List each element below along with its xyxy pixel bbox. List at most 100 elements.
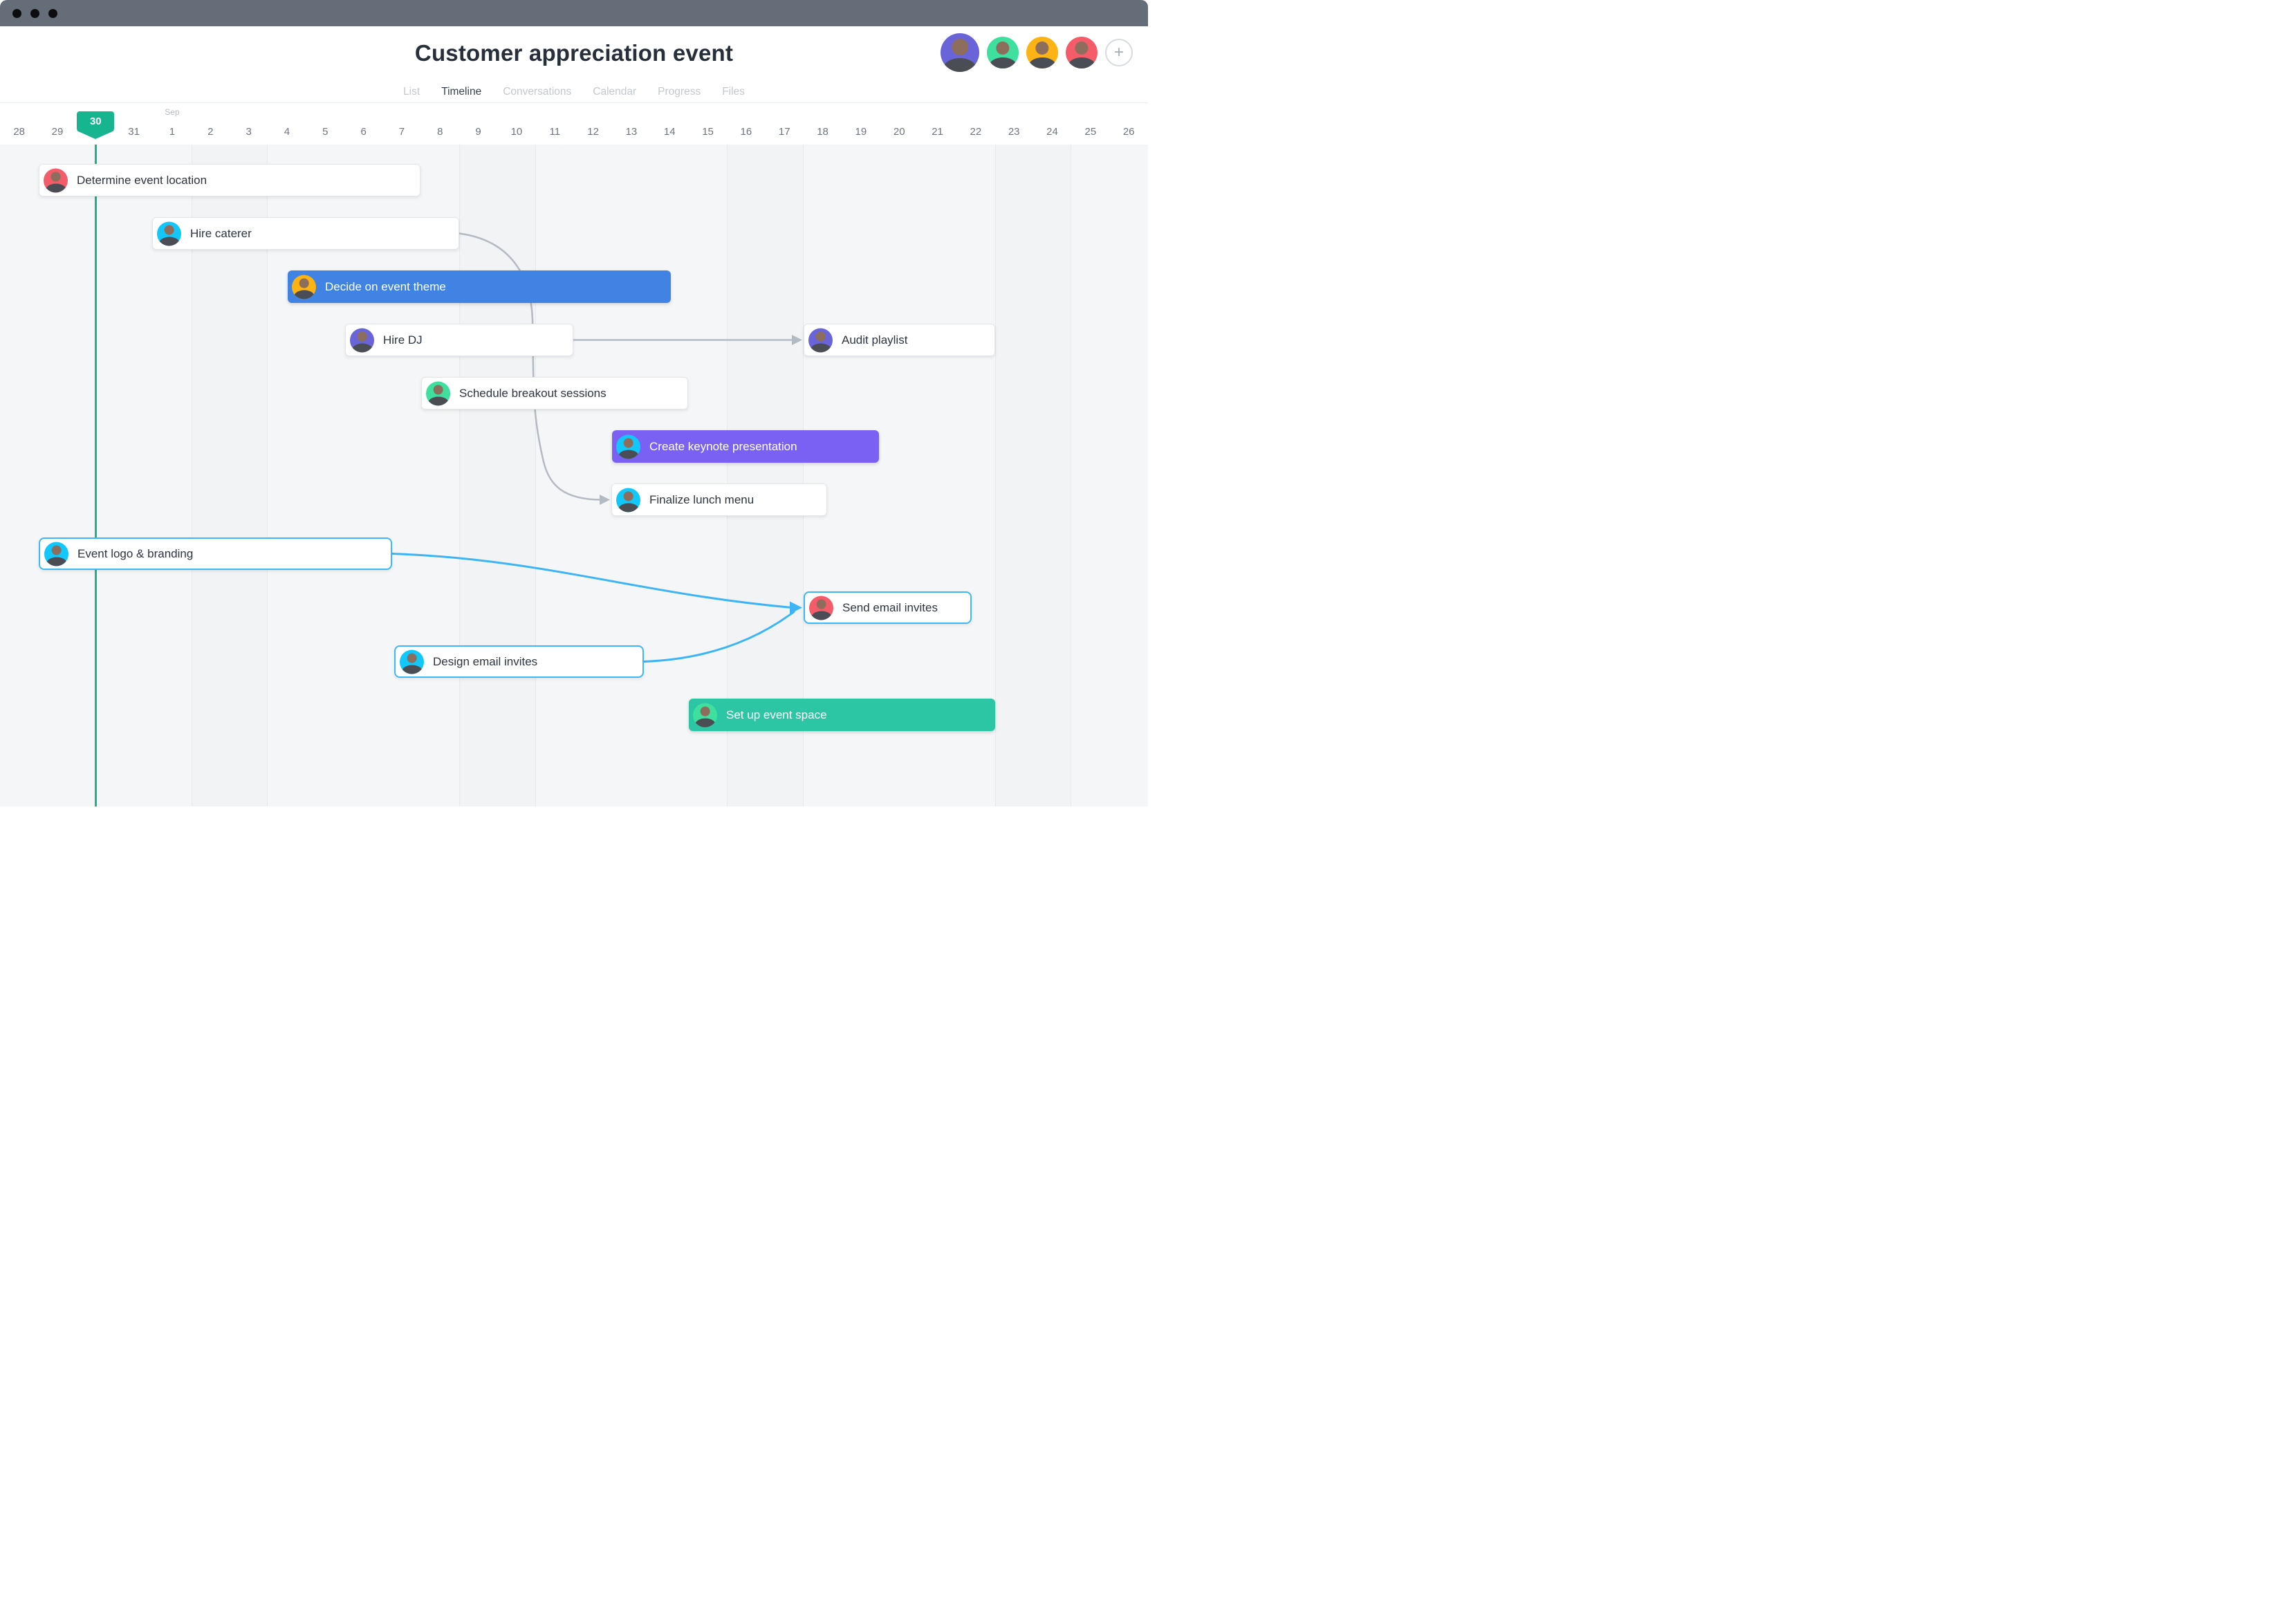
today-flag: 30 bbox=[77, 111, 115, 131]
day-cell-13: 13 bbox=[612, 103, 650, 145]
weekend-column bbox=[191, 144, 268, 806]
tab-calendar[interactable]: Calendar bbox=[593, 86, 637, 98]
day-cell-20: 20 bbox=[880, 103, 918, 145]
weekend-column bbox=[727, 144, 804, 806]
weekend-column bbox=[994, 144, 1072, 806]
day-number: 4 bbox=[284, 126, 290, 138]
day-cell-4: 4 bbox=[268, 103, 306, 145]
assignee-avatar bbox=[616, 488, 640, 512]
task-bar-set-up-event-space[interactable]: Set up event space bbox=[689, 699, 995, 731]
day-number: 2 bbox=[207, 126, 214, 138]
task-label: Hire DJ bbox=[383, 333, 423, 347]
day-cell-22: 22 bbox=[956, 103, 994, 145]
day-number: 14 bbox=[663, 126, 676, 138]
task-bar-finalize-lunch-menu[interactable]: Finalize lunch menu bbox=[611, 483, 827, 516]
member-avatar[interactable] bbox=[987, 37, 1019, 68]
tab-files[interactable]: Files bbox=[722, 86, 745, 98]
day-number: 29 bbox=[51, 126, 64, 138]
assignee-avatar bbox=[400, 649, 424, 674]
day-number: 3 bbox=[246, 126, 252, 138]
day-number: 23 bbox=[1008, 126, 1020, 138]
add-member-button[interactable]: + bbox=[1105, 39, 1133, 66]
day-number: 1 bbox=[169, 126, 176, 138]
day-number: 6 bbox=[360, 126, 367, 138]
tab-progress[interactable]: Progress bbox=[658, 86, 701, 98]
task-bar-create-keynote-presentation[interactable]: Create keynote presentation bbox=[612, 430, 879, 463]
day-cell-24: 24 bbox=[1033, 103, 1071, 145]
assignee-avatar bbox=[693, 703, 717, 727]
day-number: 25 bbox=[1084, 126, 1097, 138]
member-avatar[interactable] bbox=[1026, 37, 1058, 68]
day-cell-17: 17 bbox=[766, 103, 804, 145]
day-number: 26 bbox=[1122, 126, 1135, 138]
member-avatar[interactable] bbox=[941, 33, 979, 72]
day-number: 11 bbox=[549, 126, 561, 138]
day-number: 8 bbox=[437, 126, 443, 138]
task-label: Determine event location bbox=[77, 173, 207, 187]
task-label: Set up event space bbox=[726, 708, 827, 721]
task-label: Hire caterer bbox=[190, 226, 252, 240]
day-cell-28: 28 bbox=[0, 103, 38, 145]
day-cell-29: 29 bbox=[38, 103, 76, 145]
day-number: 22 bbox=[970, 126, 982, 138]
day-number: 15 bbox=[702, 126, 714, 138]
day-cell-2: 2 bbox=[192, 103, 230, 145]
day-number: 31 bbox=[128, 126, 140, 138]
day-cell-30: 30 bbox=[77, 103, 115, 145]
day-number: 28 bbox=[13, 126, 25, 138]
day-cell-3: 3 bbox=[230, 103, 268, 145]
day-cell-18: 18 bbox=[804, 103, 842, 145]
task-label: Finalize lunch menu bbox=[649, 492, 754, 506]
day-number: 5 bbox=[322, 126, 328, 138]
day-cell-23: 23 bbox=[995, 103, 1033, 145]
day-cell-7: 7 bbox=[382, 103, 420, 145]
task-bar-design-email-invites[interactable]: Design email invites bbox=[394, 645, 644, 678]
task-bar-send-email-invites[interactable]: Send email invites bbox=[804, 591, 972, 624]
task-bar-hire-caterer[interactable]: Hire caterer bbox=[152, 217, 459, 250]
day-number: 18 bbox=[817, 126, 828, 138]
assignee-avatar bbox=[809, 596, 833, 620]
day-cell-12: 12 bbox=[574, 103, 612, 145]
tab-list[interactable]: List bbox=[403, 86, 420, 98]
member-avatar[interactable] bbox=[1066, 37, 1098, 68]
assignee-avatar bbox=[808, 328, 833, 352]
today-line bbox=[94, 142, 97, 806]
day-cell-31: 31 bbox=[115, 103, 153, 145]
task-bar-decide-on-event-theme[interactable]: Decide on event theme bbox=[288, 270, 671, 303]
day-number: 24 bbox=[1046, 126, 1058, 138]
assignee-avatar bbox=[616, 434, 640, 459]
window-control-dot[interactable] bbox=[48, 9, 57, 18]
task-bar-event-logo-branding[interactable]: Event logo & branding bbox=[39, 537, 392, 570]
task-bar-audit-playlist[interactable]: Audit playlist bbox=[804, 324, 995, 356]
today-flag-notch bbox=[77, 131, 115, 139]
window-control-dot[interactable] bbox=[12, 9, 21, 18]
assignee-avatar bbox=[157, 221, 181, 246]
task-bar-hire-dj[interactable]: Hire DJ bbox=[345, 324, 573, 356]
day-cell-21: 21 bbox=[918, 103, 956, 145]
task-label: Design email invites bbox=[433, 654, 538, 668]
day-cell-10: 10 bbox=[497, 103, 535, 145]
project-members: + bbox=[941, 32, 1133, 73]
day-number: 16 bbox=[740, 126, 752, 138]
day-cell-11: 11 bbox=[536, 103, 574, 145]
day-cell-15: 15 bbox=[689, 103, 727, 145]
task-bar-schedule-breakout-sessions[interactable]: Schedule breakout sessions bbox=[421, 377, 688, 409]
assignee-avatar bbox=[426, 381, 450, 405]
assignee-avatar bbox=[350, 328, 374, 352]
task-bar-determine-event-location[interactable]: Determine event location bbox=[39, 164, 420, 196]
day-cell-5: 5 bbox=[306, 103, 344, 145]
window-control-dot[interactable] bbox=[30, 9, 39, 18]
day-cell-25: 25 bbox=[1071, 103, 1109, 145]
day-number: 9 bbox=[475, 126, 481, 138]
day-number: 13 bbox=[625, 126, 638, 138]
day-number: 12 bbox=[587, 126, 599, 138]
day-cell-6: 6 bbox=[344, 103, 382, 145]
assignee-avatar bbox=[292, 275, 316, 299]
tab-conversations[interactable]: Conversations bbox=[503, 86, 572, 98]
task-label: Send email invites bbox=[842, 600, 938, 614]
task-label: Create keynote presentation bbox=[649, 439, 797, 453]
